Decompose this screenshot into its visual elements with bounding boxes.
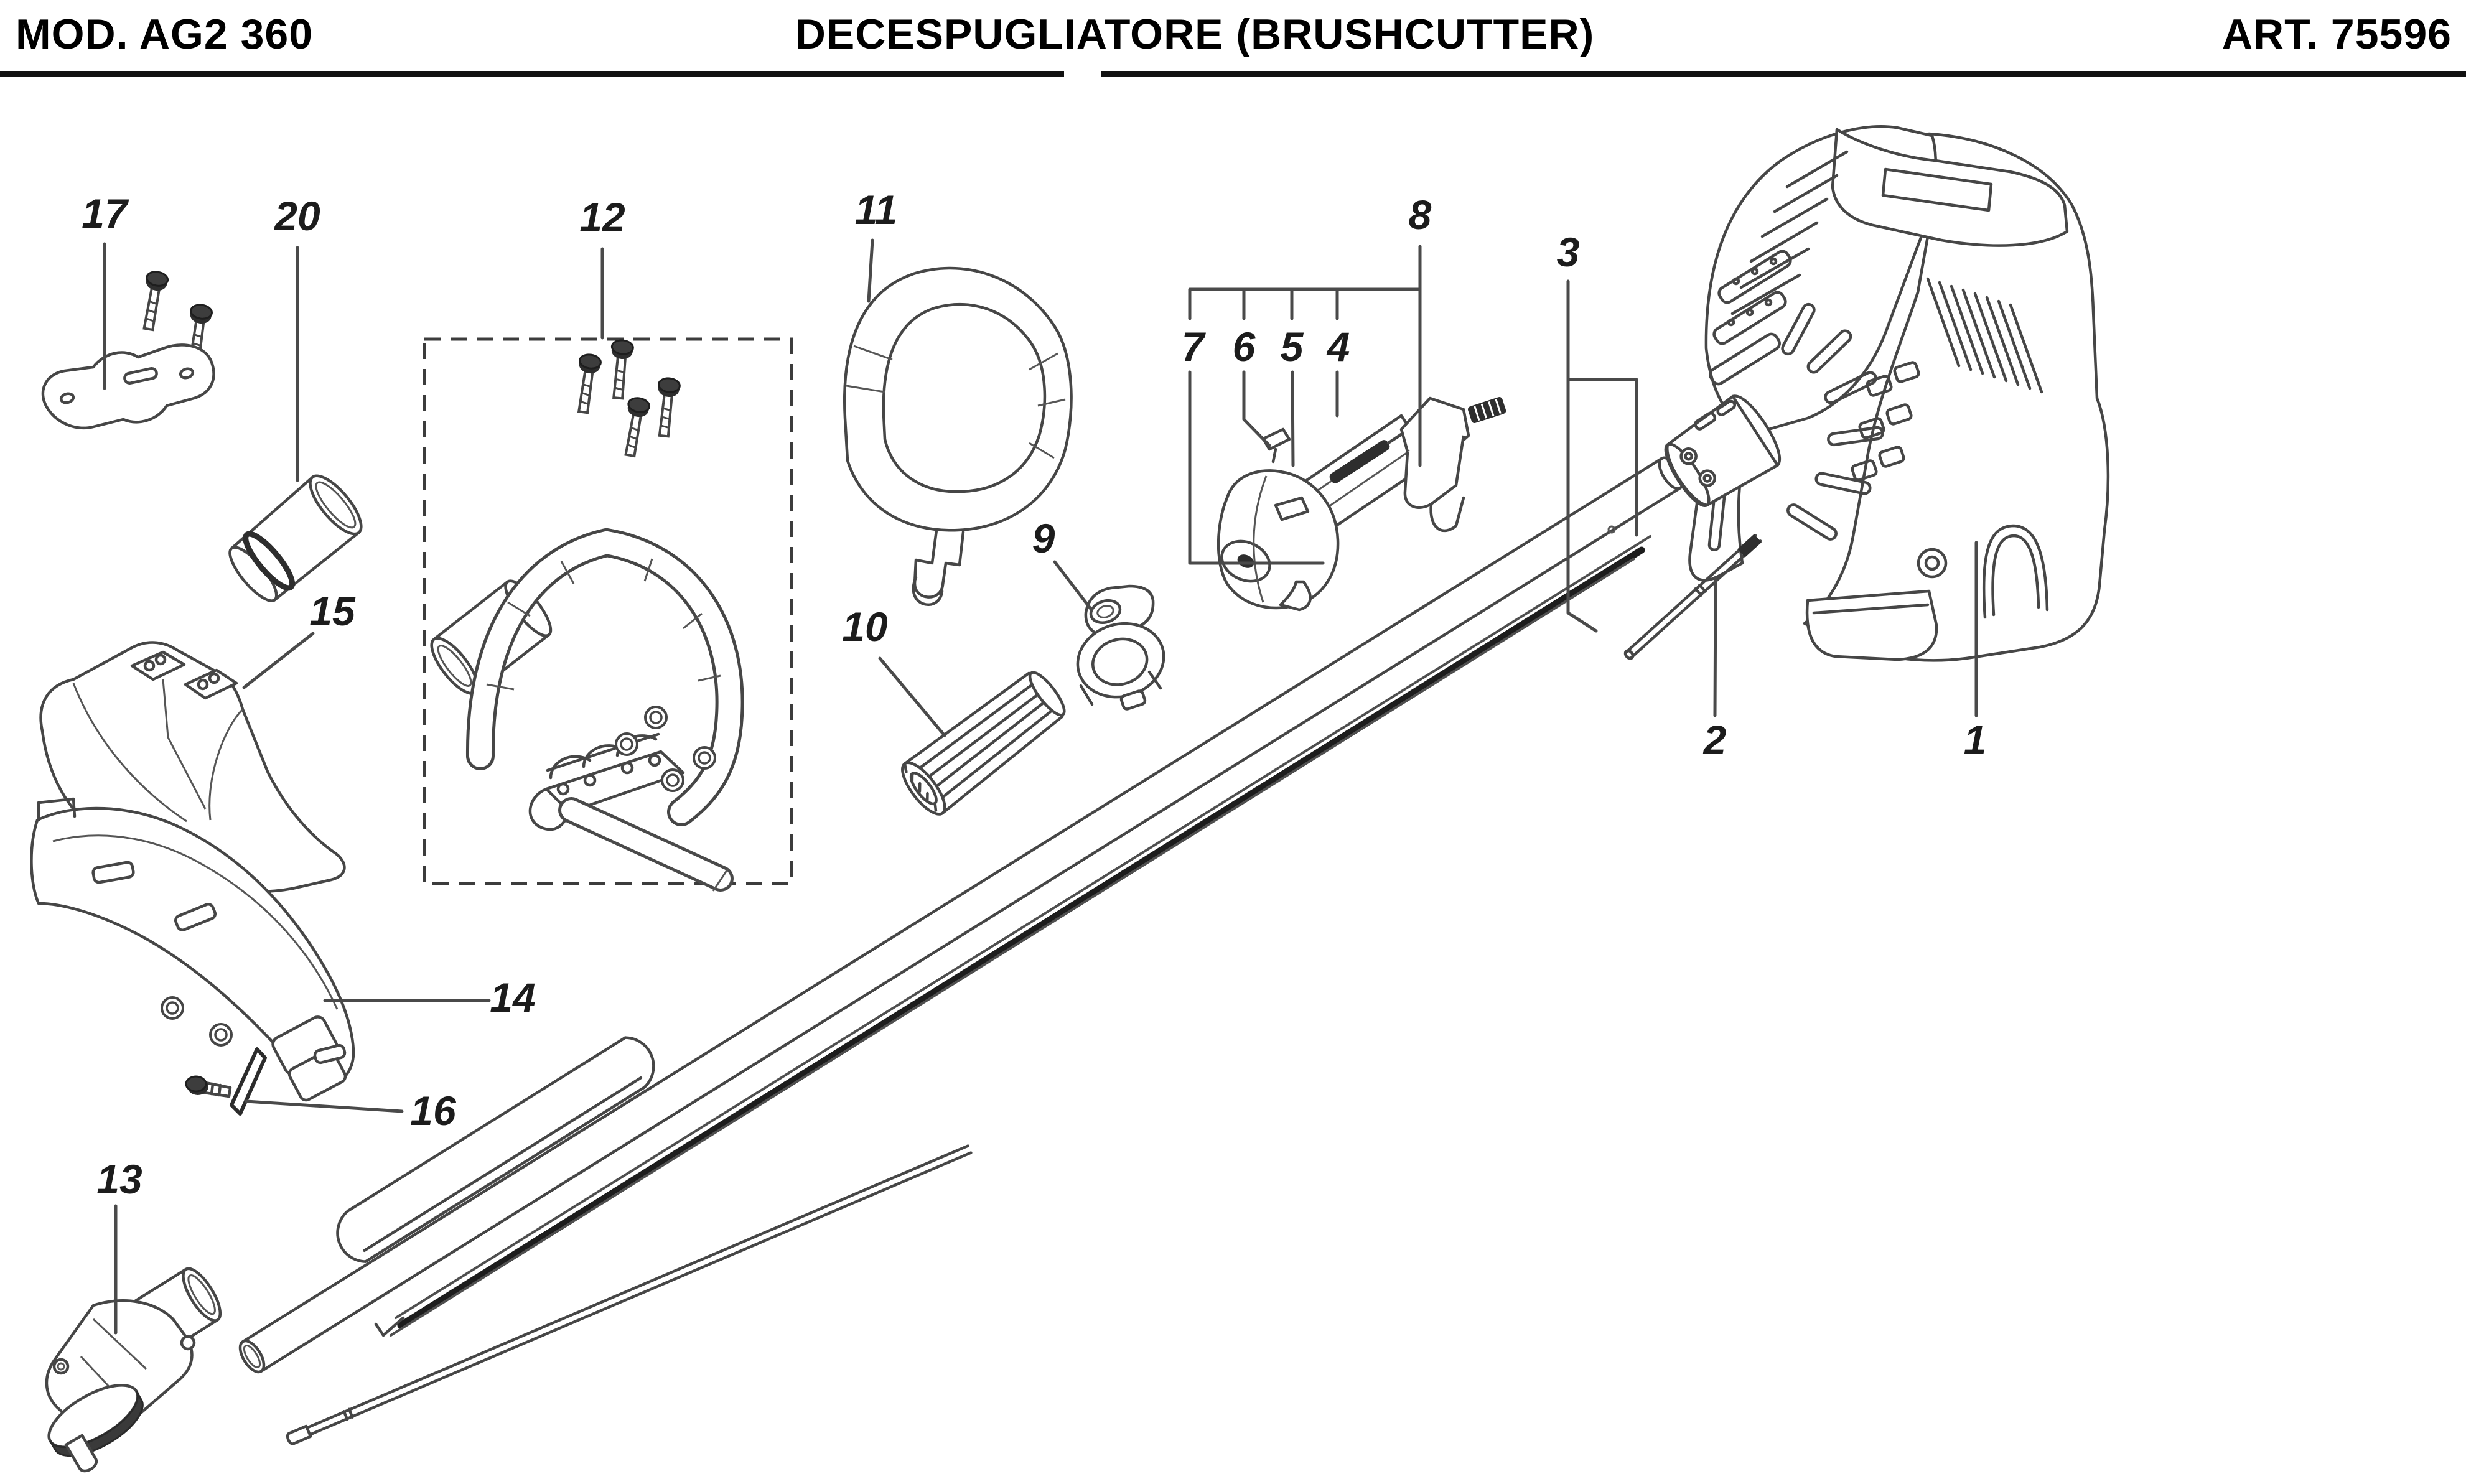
loop-handle-kit	[423, 337, 793, 892]
callout-3-label: 3	[1557, 229, 1580, 275]
callout-14-label: 14	[490, 974, 535, 1020]
gearbox-drawing	[45, 1267, 222, 1473]
callout-10-label: 10	[842, 604, 888, 650]
callout-3-leader-2	[1566, 378, 1638, 537]
throttle-cables-drawing	[374, 535, 1651, 1337]
callout-11-leader-1	[867, 238, 874, 303]
spacer-sleeve-drawing	[228, 474, 363, 602]
callout-9-leader-1	[1053, 560, 1093, 612]
header-rule-right	[1101, 71, 2466, 77]
callout-8-label: 8	[1409, 192, 1432, 238]
callout-15-leader-1	[242, 632, 315, 689]
callout-2-leader-1	[1713, 576, 1717, 717]
article-number: ART. 75596	[2222, 11, 2452, 58]
callout-16-label: 16	[410, 1088, 457, 1134]
callout-4-label: 4	[1326, 324, 1350, 370]
callout-6-label: 6	[1233, 324, 1256, 370]
hand-guard-drawing	[843, 266, 1073, 606]
inner-shaft-short-drawing	[1623, 534, 1762, 660]
callout-11-label: 11	[855, 187, 898, 233]
label-bracket-line-1	[1188, 287, 1422, 320]
callout-10-leader-1	[878, 656, 946, 737]
callout-17-label: 17	[82, 190, 129, 236]
support-bracket-drawing	[41, 269, 215, 430]
callout-group-bracket	[1188, 287, 1422, 320]
guard-extension-drawing	[30, 797, 355, 1102]
drive-tube-drawing	[238, 456, 1684, 1374]
callout-15-label: 15	[309, 588, 356, 634]
callout-6-leader-1	[1242, 370, 1271, 447]
callout-1-label: 1	[1964, 717, 1987, 763]
callout-16-leader-1	[245, 1099, 404, 1113]
callout-13-label: 13	[96, 1156, 142, 1202]
callout-3-leader-1	[1566, 279, 1598, 633]
callout-7-leader-1	[1188, 370, 1325, 565]
engine-drawing	[1664, 125, 2110, 662]
tube-cover-drawing	[336, 1036, 655, 1263]
callout-12-label: 12	[579, 194, 625, 240]
inner-shaft-long-drawing	[286, 1144, 973, 1445]
callout-2-label: 2	[1702, 717, 1727, 763]
callout-5-leader-1	[1291, 370, 1295, 467]
tube-clamp-drawing	[1076, 584, 1165, 711]
callout-7-label: 7	[1182, 324, 1207, 370]
callout-20-label: 20	[273, 193, 320, 239]
header-rule-left	[0, 71, 1064, 77]
model-label: MOD. AG2 360	[16, 11, 313, 58]
splined-coupler-drawing	[901, 671, 1066, 816]
callout-9-label: 9	[1032, 515, 1055, 561]
line-cutter-blade-drawing	[185, 1047, 267, 1116]
page-title: DECESPUGLIATORE (BRUSHCUTTER)	[795, 11, 1595, 58]
page-header: MOD. AG2 360 DECESPUGLIATORE (BRUSHCUTTE…	[0, 11, 2466, 77]
throttle-handle-drawing	[1217, 396, 1506, 612]
kit-boundary-box	[423, 337, 793, 885]
callout-5-label: 5	[1281, 324, 1304, 370]
